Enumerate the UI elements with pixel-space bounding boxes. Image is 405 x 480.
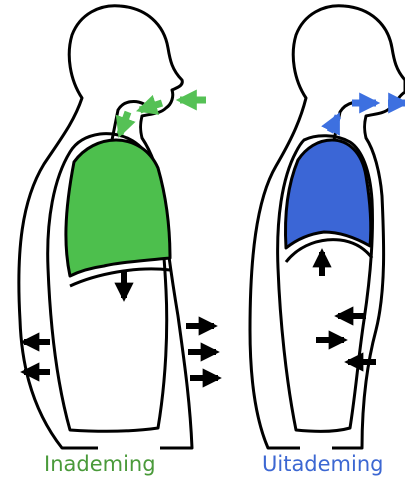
inhalation-label: Inademing [44, 452, 156, 476]
exhalation-panel [250, 6, 405, 448]
lung-left [66, 140, 170, 276]
exhalation-label: Uitademing [262, 452, 384, 476]
inhalation-panel [19, 6, 218, 448]
